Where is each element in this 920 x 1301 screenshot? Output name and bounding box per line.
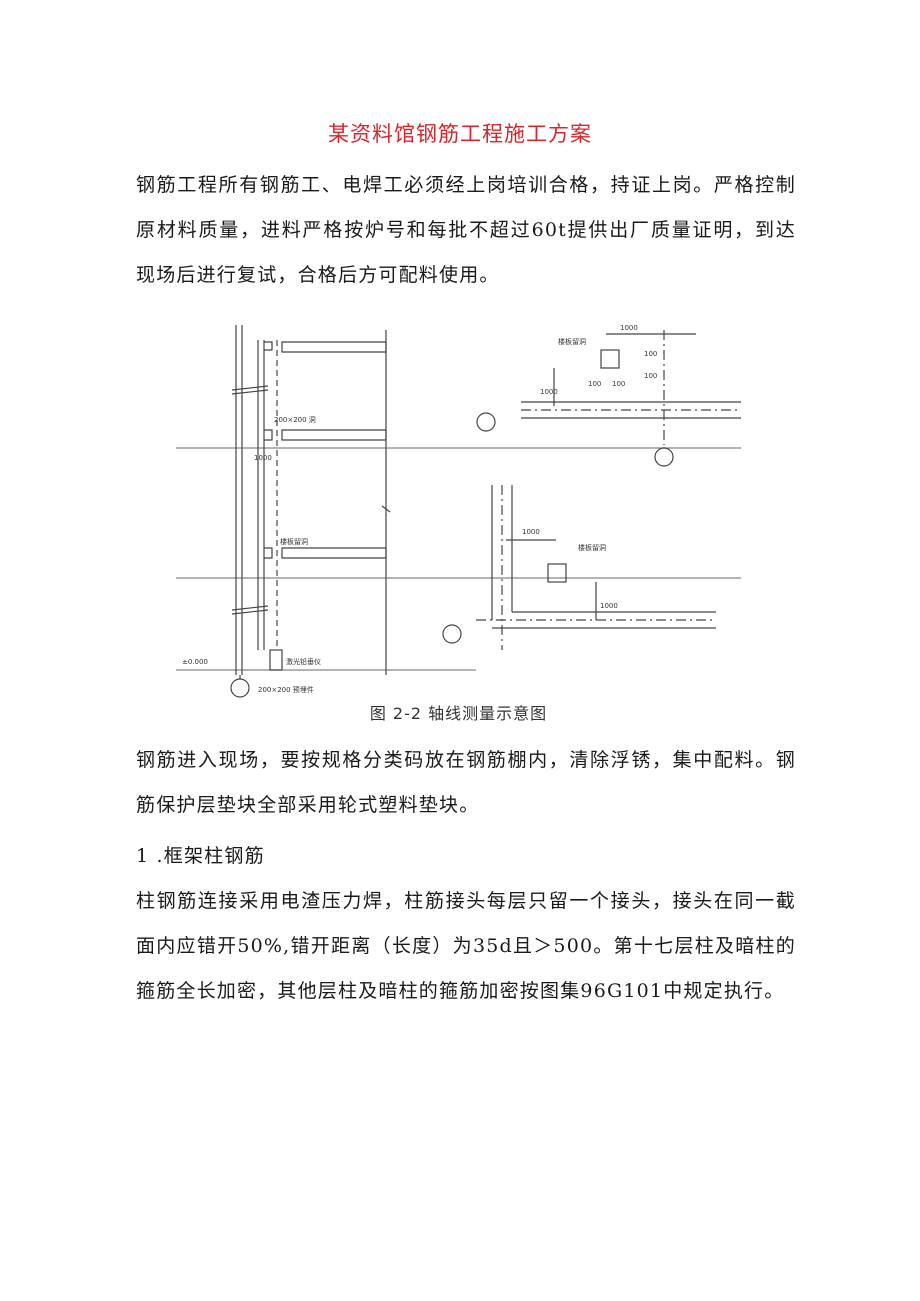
label-dim-1000-left: 1000 [254, 454, 272, 462]
boundary-break [381, 505, 391, 513]
paragraph-column-rebar: 柱钢筋连接采用电渣压力焊，柱筋接头每层只留一个接头，接头在同一截面内应错开50%… [136, 890, 796, 1002]
label-slab-hole-tr: 楼板留洞 [558, 337, 586, 346]
paragraph-material-control: 钢筋工程所有钢筋工、电焊工必须经上岗培训合格，持证上岗。严格控制原材料质量，进料… [136, 174, 796, 286]
label-dim-100-tr-d: 100 [644, 372, 657, 380]
column-break-4 [231, 609, 269, 615]
slab-1 [264, 341, 387, 353]
label-dim-1000-tr-top: 1000 [620, 324, 638, 332]
label-dim-1000-tr-vert: 1000 [540, 388, 558, 396]
label-laser-plumb: 激光铅垂仪 [286, 657, 321, 666]
slab-3 [264, 547, 387, 559]
figure-caption: 图 2-2 轴线测量示意图 [369, 704, 548, 723]
axis-survey-diagram: 200×200 洞 1000 楼板留洞 ±0.000 激光铅垂仪 200×200… [176, 324, 741, 698]
label-dim-100-tr-a: 100 [588, 380, 601, 388]
label-embedded-plate: 200×200 预埋件 [258, 685, 314, 694]
axis-circle-tr-bottom [654, 447, 674, 467]
laser-plumb-box [269, 649, 283, 671]
column-break-3 [231, 605, 269, 611]
slab-2 [264, 429, 387, 441]
document-title: 某资料馆钢筋工程施工方案 [328, 122, 592, 146]
label-dim-100-tr-c: 100 [644, 350, 657, 358]
label-dim-1000-br-top: 1000 [522, 528, 540, 536]
label-dim-1000-br-vert: 1000 [600, 602, 618, 610]
label-hole-200: 200×200 洞 [274, 415, 316, 424]
label-elevation: ±0.000 [182, 658, 208, 666]
column-break-2 [231, 389, 269, 395]
label-slab-hole-left: 楼板留洞 [280, 537, 308, 546]
axis-circle-br-left [442, 624, 462, 644]
column-break-1 [231, 385, 269, 391]
axis-circle-tr-left [476, 412, 496, 432]
label-slab-hole-br: 楼板留洞 [578, 543, 606, 552]
section-heading-frame-column: 1 .框架柱钢筋 [136, 845, 265, 867]
paragraph-site-storage: 钢筋进入现场，要按规格分类码放在钢筋棚内，清除浮锈，集中配料。钢筋保护层垫块全部… [136, 749, 796, 816]
tr-slab-hole [600, 349, 620, 369]
axis-circle-left [230, 678, 250, 698]
br-slab-hole [547, 563, 567, 583]
axis-survey-figure: 200×200 洞 1000 楼板留洞 ±0.000 激光铅垂仪 200×200… [176, 320, 741, 723]
label-dim-100-tr-b: 100 [612, 380, 625, 388]
